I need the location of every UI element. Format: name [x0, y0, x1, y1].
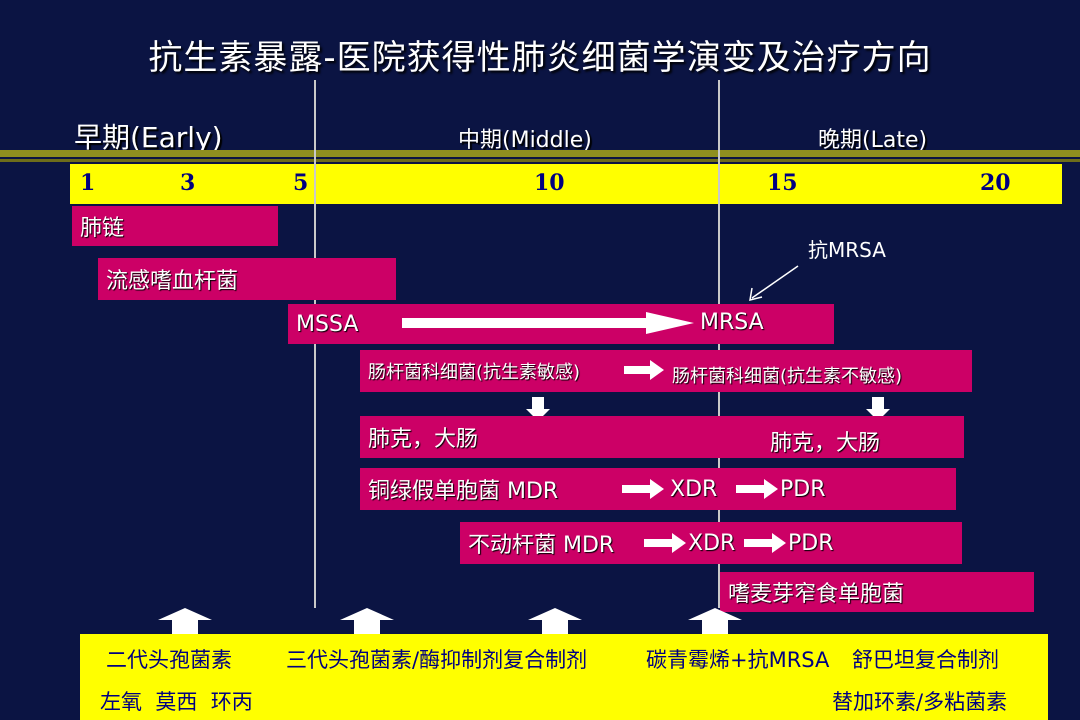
header-stripe-bottom: [0, 159, 1080, 162]
phase-early-label: 早期(Early): [74, 121, 223, 154]
tick-label: 15: [767, 170, 798, 196]
treatment-third-gen-cephalosporin: 三代头孢菌素/酶抑制剂复合制剂: [286, 648, 588, 672]
treatment-fluoroquinolones: 左氧 莫西 环丙: [100, 690, 253, 714]
timeline-bar: 1 3 5 10 15 20: [70, 164, 1062, 204]
up-arrow-icon: [528, 608, 582, 636]
right-arrow-icon: [624, 360, 664, 380]
phase-divider-middle-late: [718, 80, 720, 608]
phase-divider-early-middle: [314, 80, 316, 608]
tick-label: 3: [180, 170, 196, 196]
bar-mssa-mrsa: MSSA: [288, 304, 834, 344]
bar-label-pdr: PDR: [780, 477, 826, 502]
treatment-second-gen-cephalosporin: 二代头孢菌素: [106, 648, 232, 672]
bar-label-sensitive: 肠杆菌科细菌(抗生素敏感): [368, 362, 581, 383]
bar-label-mrsa: MRSA: [700, 310, 764, 335]
header-stripe-top: [0, 150, 1080, 157]
right-arrow-icon: [644, 533, 686, 553]
phase-late-label: 晚期(Late): [818, 128, 928, 153]
bar-haemophilus: 流感嗜血杆菌: [98, 258, 396, 300]
bar-label-mssa: MSSA: [296, 311, 359, 337]
bar-label: 不动杆菌 MDR: [468, 533, 615, 558]
bar-label-right: 肺克，大肠: [770, 431, 881, 456]
bar-label-xdr: XDR: [688, 531, 736, 556]
bar-label: 流感嗜血杆菌: [106, 269, 239, 294]
bar-stenotrophomonas: 嗜麦芽窄食单胞菌: [720, 572, 1034, 612]
bar-label-pdr: PDR: [788, 531, 834, 556]
annotation-arrow-icon: [749, 265, 799, 302]
down-arrow-icon: [526, 397, 550, 421]
bar-label-left: 肺克，大肠: [368, 427, 479, 452]
up-arrow-icon: [340, 608, 394, 636]
bar-label: 嗜麦芽窄食单胞菌: [728, 582, 905, 607]
phase-middle-label: 中期(Middle): [458, 128, 592, 153]
bar-klebsiella-ecoli: 肺克，大肠: [360, 416, 964, 458]
up-arrow-icon: [688, 608, 742, 636]
up-arrow-icon: [158, 608, 212, 636]
tick-label: 20: [980, 170, 1011, 196]
bar-enterobacteriaceae: 肠杆菌科细菌(抗生素敏感): [360, 350, 972, 392]
down-arrow-icon: [866, 397, 890, 421]
right-arrow-icon: [736, 479, 778, 499]
right-arrow-icon: [744, 533, 786, 553]
tick-label: 1: [80, 170, 96, 196]
treatment-carbapenem-anti-mrsa: 碳青霉烯+抗MRSA: [646, 648, 830, 672]
page-title: 抗生素暴露-医院获得性肺炎细菌学演变及治疗方向: [148, 38, 932, 78]
right-arrow-icon: [622, 479, 664, 499]
bar-label-resistant: 肠杆菌科细菌(抗生素不敏感): [672, 366, 903, 387]
treatment-sulbactam: 舒巴坦复合制剂: [852, 648, 999, 672]
tick-label: 5: [293, 170, 309, 196]
bar-label: 铜绿假单胞菌 MDR: [368, 479, 559, 504]
bar-acinetobacter: 不动杆菌 MDR: [460, 522, 962, 564]
anti-mrsa-annotation: 抗MRSA: [808, 238, 886, 262]
bar-label: 肺链: [80, 216, 125, 241]
tick-label: 10: [534, 170, 565, 196]
bar-label-xdr: XDR: [670, 477, 718, 502]
treatment-tigecycline-polymyxin: 替加环素/多粘菌素: [832, 690, 1008, 714]
treatment-box: 二代头孢菌素 三代头孢菌素/酶抑制剂复合制剂 碳青霉烯+抗MRSA 舒巴坦复合制…: [80, 634, 1048, 720]
bar-pneumococcus: 肺链: [72, 206, 278, 246]
long-right-arrow-icon: [402, 312, 694, 334]
